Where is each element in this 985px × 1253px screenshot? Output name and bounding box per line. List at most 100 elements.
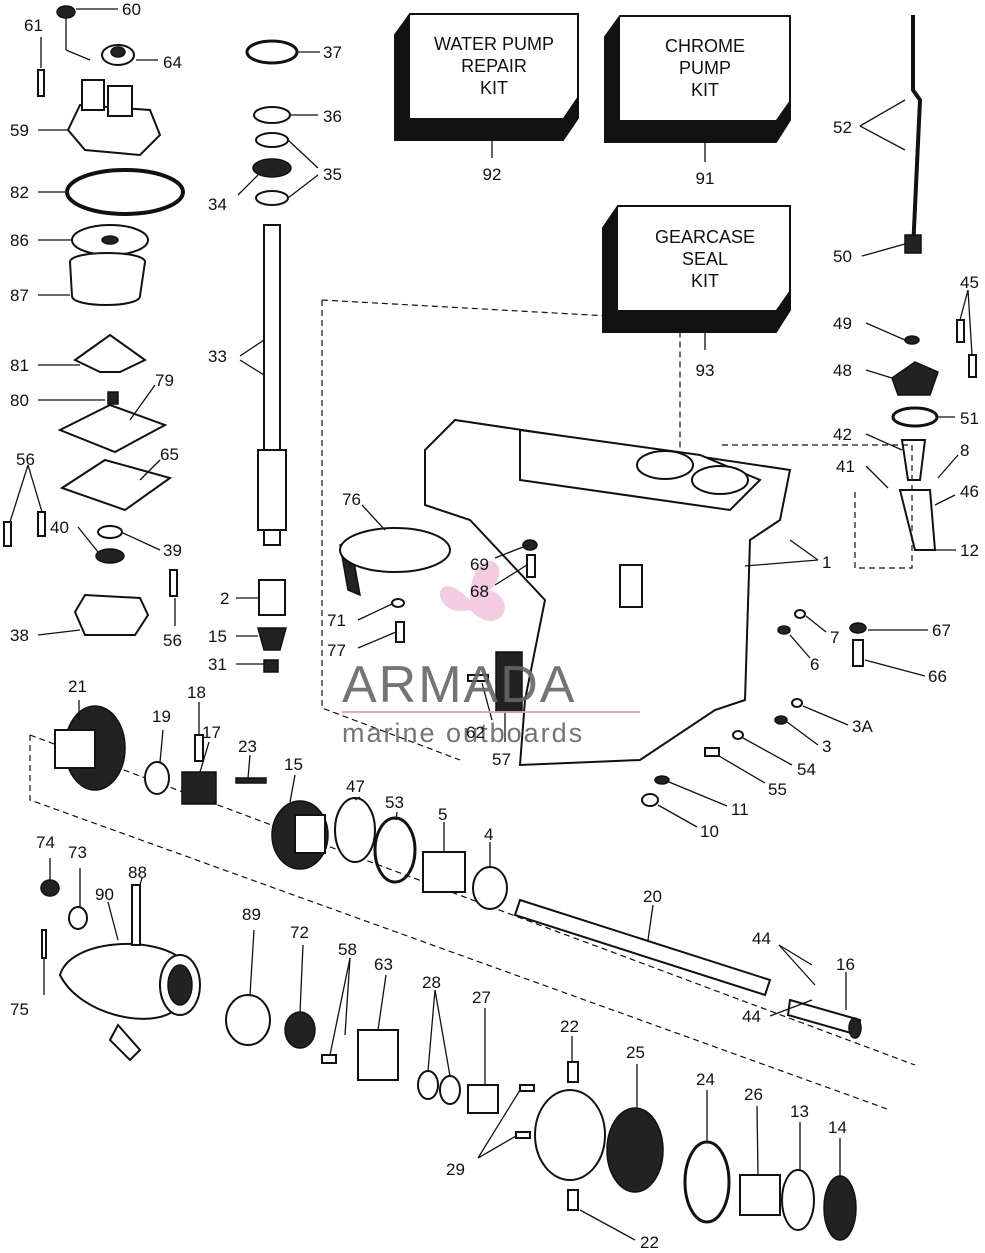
kit-gearcase-seal-box: GEARCASE SEAL KIT 93 <box>602 205 791 380</box>
part-79-gasket <box>57 403 168 454</box>
part-87-liner <box>68 252 147 306</box>
callout-40: 40 <box>50 518 69 537</box>
part-56-screw-mid <box>37 511 46 537</box>
callout-56: 56 <box>16 450 35 469</box>
kit-chrome-pump-line-2: PUMP <box>679 58 731 78</box>
part-28-seal-a <box>417 1070 439 1100</box>
callout-71: 71 <box>327 611 346 630</box>
callout-37: 37 <box>323 43 342 62</box>
part-35-washer-top <box>255 132 289 148</box>
callout-41: 41 <box>836 457 855 476</box>
part-25-bearing-carrier <box>606 1107 664 1193</box>
callout-36: 36 <box>323 107 342 126</box>
kit-chrome-pump-line-1: CHROME <box>665 36 745 56</box>
part-56-screw-right <box>169 569 178 597</box>
callout-27: 27 <box>472 988 491 1007</box>
part-75-cotter-pin <box>41 929 47 959</box>
callout-82: 82 <box>10 183 29 202</box>
part-53-seal <box>373 816 417 884</box>
part-35-washer-bottom <box>255 190 289 206</box>
callout-86: 86 <box>10 231 29 250</box>
part-82-o-ring <box>65 168 185 216</box>
part-61-screw <box>37 69 45 97</box>
part-4-bearing <box>472 866 508 910</box>
callout-59: 59 <box>10 121 29 140</box>
callout-53: 53 <box>385 793 404 812</box>
part-6-plug <box>777 625 791 635</box>
callout-23: 23 <box>238 737 257 756</box>
part-46-shift-lever <box>898 489 937 551</box>
callout-35: 35 <box>323 165 342 184</box>
part-80-key <box>107 391 119 405</box>
callout-18: 18 <box>187 683 206 702</box>
callout-75: 75 <box>10 1000 29 1019</box>
callout-80: 80 <box>10 391 29 410</box>
part-58-screw <box>321 1054 337 1064</box>
forward-gear-row <box>29 705 916 1111</box>
callout-69: 69 <box>470 555 489 574</box>
leader-lines <box>9 8 973 1241</box>
part-11-seal <box>654 775 670 785</box>
part-38-housing <box>73 593 150 636</box>
watermark-tagline: marine outboards <box>342 718 584 748</box>
part-89-thrust-hub <box>225 994 271 1046</box>
callout-91: 91 <box>696 169 715 188</box>
part-67-washer <box>849 622 867 634</box>
callout-73: 73 <box>68 843 87 862</box>
callout-34: 34 <box>208 195 227 214</box>
callout-28: 28 <box>422 973 441 992</box>
callout-26: 26 <box>744 1085 763 1104</box>
watermark-brand: ARMADA <box>342 656 576 714</box>
callout-44: 44 <box>752 929 771 948</box>
water-pump-parts <box>3 5 185 636</box>
part-47-washer <box>334 797 376 863</box>
callout-54: 54 <box>797 760 816 779</box>
armada-watermark: ARMADA marine outboards <box>342 561 640 748</box>
callout-66: 66 <box>928 667 947 686</box>
callout-76: 76 <box>342 490 361 509</box>
callout-17: 17 <box>202 723 221 742</box>
part-36-washer <box>253 106 291 124</box>
callout-3A: 3A <box>852 717 873 736</box>
part-13-washer <box>781 1169 815 1231</box>
callout-22b: 22 <box>640 1233 659 1252</box>
callout-10: 10 <box>700 822 719 841</box>
part-42-boot <box>900 439 927 481</box>
part-39-seal <box>97 525 123 539</box>
callout-87: 87 <box>10 286 29 305</box>
callout-6: 6 <box>810 655 819 674</box>
callout-68: 68 <box>470 582 489 601</box>
kit-water-pump-line-2: REPAIR <box>461 56 527 76</box>
callout-51: 51 <box>960 409 979 428</box>
part-45-screw-top <box>956 319 965 343</box>
callout-56b: 56 <box>163 631 182 650</box>
callout-89: 89 <box>242 905 261 924</box>
part-74-nut <box>40 879 60 897</box>
callout-90: 90 <box>95 885 114 904</box>
kit-water-pump-line-1: WATER PUMP <box>434 34 554 54</box>
part-7-seal <box>794 609 806 619</box>
callout-14: 14 <box>828 1118 847 1137</box>
callout-92: 92 <box>483 165 502 184</box>
callout-5: 5 <box>438 805 447 824</box>
part-63-retainer <box>357 1029 399 1081</box>
part-54-seal <box>732 730 744 740</box>
callout-49: 49 <box>833 314 852 333</box>
callout-numbers: 60 61 64 59 82 86 87 81 79 80 65 56 40 3… <box>10 0 979 1252</box>
part-17-clutch-dog <box>181 771 217 805</box>
part-2-bushing <box>258 579 286 616</box>
callout-11: 11 <box>731 800 749 819</box>
callout-55: 55 <box>768 780 787 799</box>
callout-48: 48 <box>833 361 852 380</box>
callout-52: 52 <box>833 118 852 137</box>
callout-79: 79 <box>155 371 174 390</box>
callout-42: 42 <box>833 425 852 444</box>
callout-65: 65 <box>160 445 179 464</box>
part-56-screw-left <box>3 521 12 547</box>
part-81-impeller <box>73 333 147 373</box>
part-57-trim-tab <box>495 651 523 713</box>
callout-93: 93 <box>696 361 715 380</box>
callout-64: 64 <box>163 53 182 72</box>
part-bearing-housing <box>534 1089 606 1181</box>
part-50-connector <box>904 234 922 254</box>
